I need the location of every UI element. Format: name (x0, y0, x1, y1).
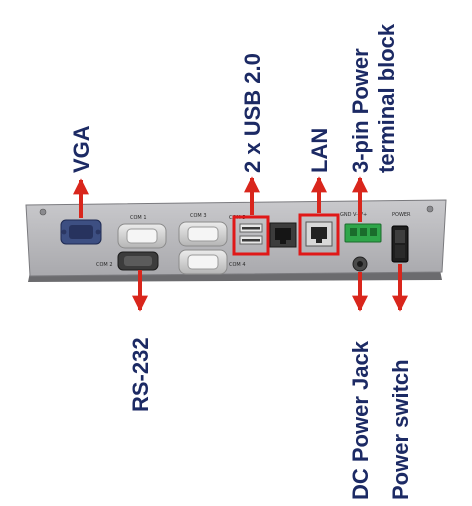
com-port-1 (117, 223, 167, 249)
lan-port-1 (269, 222, 297, 248)
terminal-block (344, 223, 382, 243)
com-port-4 (178, 249, 228, 275)
panel-label-terminal: GND V- V+ (340, 212, 367, 218)
usb-ports (239, 223, 263, 245)
label-dc-jack: DC Power Jack (348, 340, 373, 500)
label-power-block-line1: 3-pin Power (348, 48, 373, 173)
label-lan: LAN (307, 128, 332, 173)
label-power-switch: Power switch (388, 359, 413, 500)
power-switch (391, 225, 409, 263)
lan-highlight-box (298, 213, 340, 256)
panel-label-com1: COM 1 (130, 215, 147, 221)
label-usb: 2 x USB 2.0 (240, 53, 265, 173)
panel-label-com2: COM 2 (96, 262, 113, 268)
label-power-block-line2: terminal block (374, 23, 399, 173)
label-vga: VGA (69, 125, 94, 173)
lan-port-2 (305, 221, 333, 247)
dc-power-jack (352, 256, 368, 272)
com-port-2 (117, 251, 159, 271)
panel-label-com4: COM 4 (229, 262, 246, 268)
usb-highlight-box (232, 215, 270, 256)
label-rs232: RS-232 (128, 337, 153, 412)
panel-label-com3: COM 3 (190, 213, 207, 219)
com-port-3 (178, 221, 228, 247)
vga-port (60, 219, 102, 245)
panel-label-power: POWER (392, 212, 411, 218)
